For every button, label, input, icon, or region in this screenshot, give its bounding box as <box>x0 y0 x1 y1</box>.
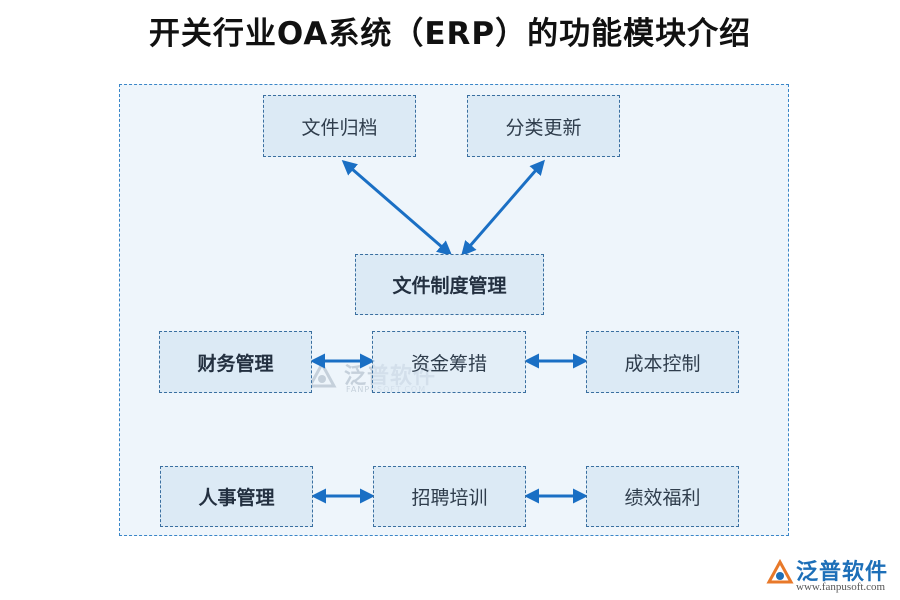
node-file-archive: 文件归档 <box>263 95 416 157</box>
arrow-archive-to-system <box>341 160 453 256</box>
node-finance-mgmt: 财务管理 <box>159 331 312 393</box>
node-recruit-training: 招聘培训 <box>373 466 526 527</box>
node-file-system-mgmt: 文件制度管理 <box>355 254 544 315</box>
brand-url: www.fanpusoft.com <box>796 581 886 593</box>
node-performance-welfare: 绩效福利 <box>586 466 739 527</box>
brand-logo-icon <box>766 558 794 584</box>
brand-name: 泛普软件 <box>796 560 889 585</box>
brand-logo: 泛普软件 www.fanpusoft.com <box>766 554 896 598</box>
node-fundraising: 资金筹措 <box>372 331 526 393</box>
node-cost-control: 成本控制 <box>586 331 739 393</box>
node-hr-mgmt: 人事管理 <box>160 466 313 527</box>
page-title: 开关行业OA系统（ERP）的功能模块介绍 <box>148 16 752 52</box>
watermark-logo-icon <box>307 360 337 388</box>
arrow-update-to-system <box>461 159 545 257</box>
node-category-update: 分类更新 <box>467 95 620 157</box>
